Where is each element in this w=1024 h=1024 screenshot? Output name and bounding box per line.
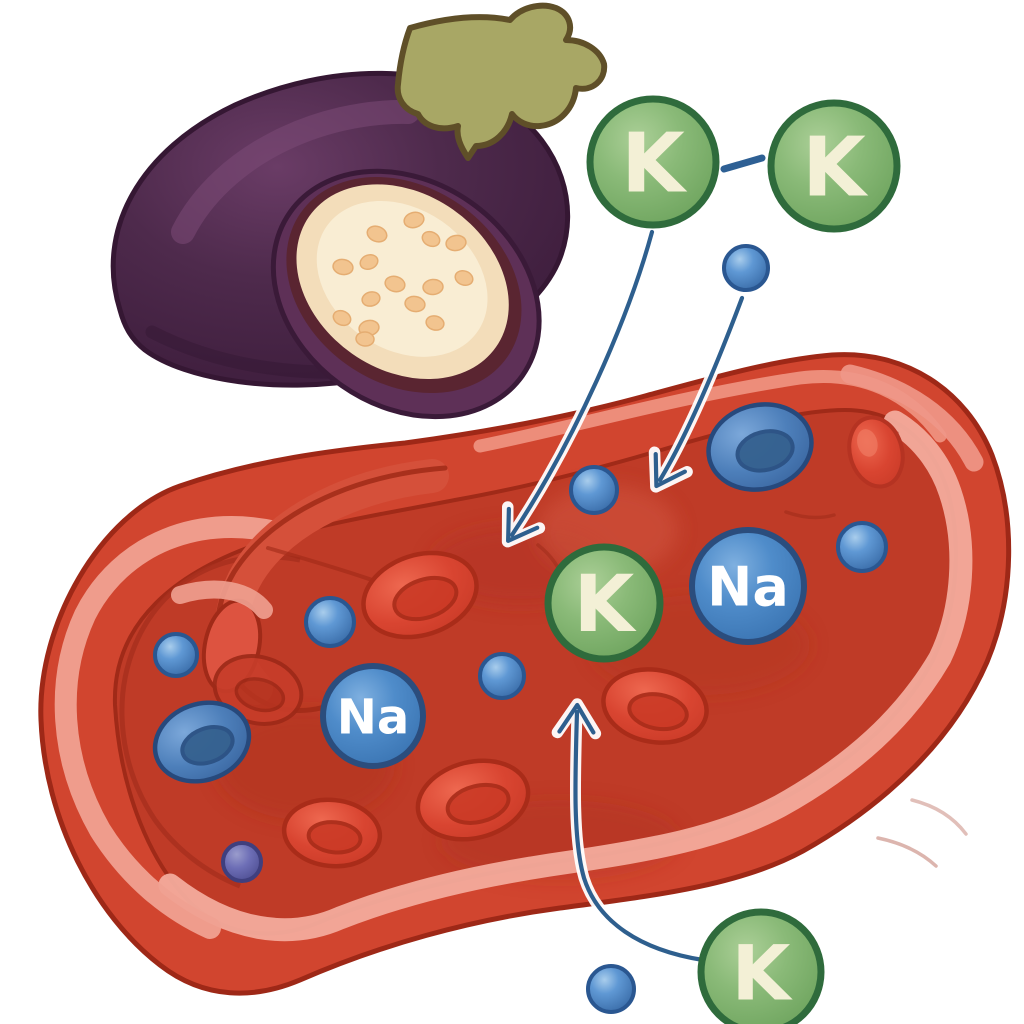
- eggplant-seed: [425, 315, 445, 331]
- ion-sodium-in-vessel-left: Na: [320, 663, 426, 769]
- eggplant-seed: [403, 211, 425, 229]
- small-ion-sphere: [569, 465, 619, 515]
- blue-cell: [706, 402, 814, 492]
- small-ion-sphere: [478, 652, 526, 700]
- ion-sodium-in-vessel-right: Na: [689, 527, 807, 645]
- sodium-label: Na: [707, 555, 789, 618]
- red-blood-cell: [212, 654, 304, 726]
- blood-cells: [152, 402, 905, 869]
- ion-potassium-bottom: K: [697, 908, 825, 1024]
- red-blood-cell: [847, 415, 905, 489]
- flow-arrows: [501, 226, 748, 966]
- rbc-dimple: [306, 820, 363, 855]
- eggplant-calyx: [394, 2, 608, 161]
- potassium-circle: [697, 908, 825, 1024]
- potassium-label: K: [732, 928, 794, 1017]
- eggplant-seed: [361, 291, 381, 307]
- arrow-into-vessel-right: [653, 295, 745, 489]
- rbc-dimple: [445, 782, 511, 825]
- eggplant-seed: [404, 295, 426, 313]
- rbc-highlight: [857, 429, 878, 457]
- potassium-label: K: [574, 560, 637, 650]
- eggplant-seed: [359, 253, 379, 271]
- potassium-circle: [544, 543, 664, 663]
- small-ion-sphere-bottom: [586, 964, 636, 1014]
- ion-potassium-top-left: K: [586, 95, 720, 229]
- eggplant-seed: [384, 275, 406, 293]
- crease: [876, 836, 938, 868]
- crease: [784, 510, 836, 520]
- potassium-bond-dash: [720, 154, 766, 173]
- crease: [910, 798, 968, 836]
- red-blood-cell: [361, 550, 479, 640]
- blue-cell: [152, 700, 252, 784]
- arrow-into-vessel-left: [506, 229, 655, 543]
- eggplant-seed: [445, 234, 467, 252]
- small-ions-in-vessel: [153, 465, 888, 883]
- eggplant-seed: [332, 309, 352, 327]
- vessel-left-cap-ring-line: [119, 554, 301, 889]
- red-blood-cell: [281, 797, 383, 869]
- small-ion-sphere: [836, 521, 888, 573]
- small-ion-sphere: [153, 632, 199, 678]
- potassium-label: K: [621, 117, 688, 212]
- potassium-circle: [767, 99, 901, 233]
- blue-cell-dimple: [735, 429, 795, 473]
- eggplant-seed: [355, 331, 375, 347]
- sodium-circle: [320, 663, 426, 769]
- sodium-circle: [689, 527, 807, 645]
- eggplant-seeds: [332, 211, 474, 347]
- ion-potassium-in-vessel: K: [544, 543, 664, 663]
- eggplant-seed: [366, 225, 388, 243]
- arrow-from-bottom: [557, 702, 706, 963]
- small-ion-sphere-top: [722, 244, 770, 292]
- potassium-label: K: [802, 121, 869, 216]
- eggplant-seed: [422, 278, 444, 296]
- eggplant-seed: [454, 269, 474, 287]
- blue-cell-dimple: [180, 725, 235, 766]
- potassium-circle: [586, 95, 720, 229]
- eggplant: [110, 2, 608, 420]
- curl-highlight-comma: [171, 580, 273, 619]
- ion-potassium-top-right: K: [767, 99, 901, 233]
- rbc-dimple: [234, 677, 286, 713]
- small-ion-sphere: [304, 596, 356, 648]
- vessel-left-cap-highlight-ring: [54, 515, 298, 939]
- rbc-dimple: [392, 575, 459, 622]
- red-blood-cell: [601, 667, 709, 745]
- sodium-label: Na: [337, 689, 410, 745]
- red-blood-cell: [415, 758, 531, 842]
- small-ion-sphere-purple: [221, 841, 263, 883]
- eggplant-seed: [421, 230, 441, 248]
- eggplant-seed: [332, 258, 354, 276]
- eggplant-body-highlight: [171, 99, 420, 244]
- vessel-cap-highlight: [840, 364, 984, 472]
- vessel-bottom-highlight-band: [158, 410, 973, 942]
- eggplant-cut-half: [270, 168, 542, 420]
- rbc-dimple: [627, 692, 689, 732]
